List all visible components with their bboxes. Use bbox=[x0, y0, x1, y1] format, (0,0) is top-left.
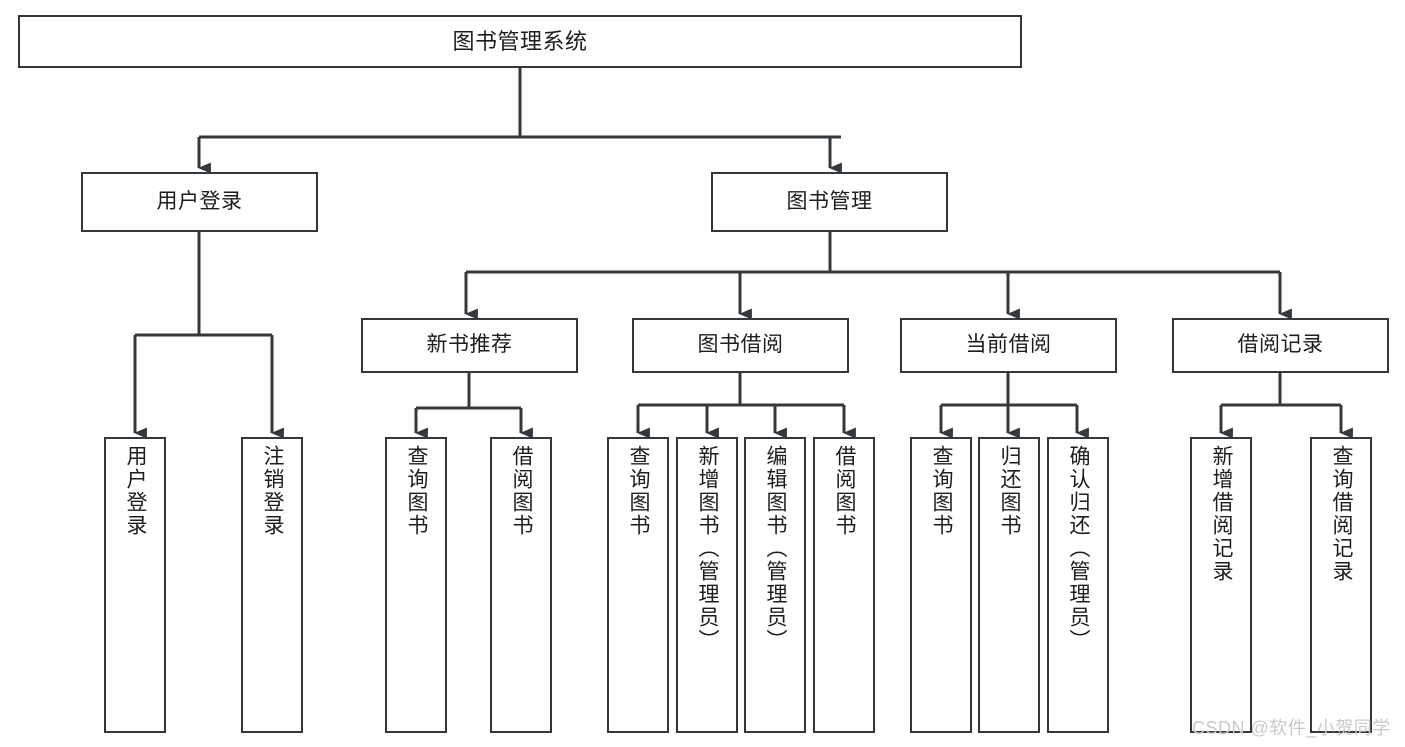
node-label: 注销登录 bbox=[261, 445, 285, 537]
node-leaf-query-borrow-record[interactable]: 查询借阅记录 bbox=[1310, 437, 1372, 733]
node-label: 借阅记录 bbox=[1237, 333, 1324, 357]
node-label: 图书管理系统 bbox=[452, 28, 588, 54]
node-leaf-confirm-return-admin[interactable]: 确认归还（管理员） bbox=[1047, 437, 1109, 733]
node-label: 新增图书（管理员） bbox=[696, 445, 720, 652]
node-label: 用户登录 bbox=[156, 189, 243, 213]
node-label: 归还图书 bbox=[998, 445, 1022, 537]
node-label: 确认归还（管理员） bbox=[1067, 445, 1091, 652]
node-label: 查询图书 bbox=[930, 445, 954, 537]
node-label: 编辑图书（管理员） bbox=[764, 445, 788, 652]
node-label: 图书管理 bbox=[786, 189, 873, 213]
node-label: 查询借阅记录 bbox=[1330, 445, 1354, 583]
node-label: 查询图书 bbox=[627, 445, 651, 537]
node-new-book-recommend[interactable]: 新书推荐 bbox=[361, 318, 578, 373]
node-leaf-query-book-borrow[interactable]: 查询图书 bbox=[607, 437, 669, 733]
node-borrow-record[interactable]: 借阅记录 bbox=[1172, 318, 1389, 373]
node-label: 查询图书 bbox=[405, 445, 429, 537]
node-label: 借阅图书 bbox=[510, 445, 534, 537]
node-label: 新增借阅记录 bbox=[1210, 445, 1234, 583]
node-leaf-borrow-book-recommend[interactable]: 借阅图书 bbox=[490, 437, 552, 733]
node-leaf-query-book-current[interactable]: 查询图书 bbox=[910, 437, 972, 733]
node-label: 用户登录 bbox=[124, 445, 148, 537]
node-current-borrow[interactable]: 当前借阅 bbox=[900, 318, 1117, 373]
node-book-borrow[interactable]: 图书借阅 bbox=[632, 318, 849, 373]
node-leaf-user-login[interactable]: 用户登录 bbox=[104, 437, 166, 733]
node-leaf-borrow-book-borrow[interactable]: 借阅图书 bbox=[813, 437, 875, 733]
node-leaf-query-book-recommend[interactable]: 查询图书 bbox=[385, 437, 447, 733]
node-leaf-logout-login[interactable]: 注销登录 bbox=[241, 437, 303, 733]
node-book-management[interactable]: 图书管理 bbox=[711, 172, 948, 232]
node-label: 图书借阅 bbox=[697, 333, 784, 357]
node-leaf-edit-book-admin[interactable]: 编辑图书（管理员） bbox=[744, 437, 806, 733]
node-leaf-add-book-admin[interactable]: 新增图书（管理员） bbox=[676, 437, 738, 733]
node-user-login[interactable]: 用户登录 bbox=[81, 172, 318, 232]
node-label: 当前借阅 bbox=[965, 333, 1052, 357]
node-leaf-add-borrow-record[interactable]: 新增借阅记录 bbox=[1190, 437, 1252, 733]
node-leaf-return-book[interactable]: 归还图书 bbox=[978, 437, 1040, 733]
node-label: 借阅图书 bbox=[833, 445, 857, 537]
csdn-watermark: CSDN @软件_小贺同学 bbox=[1192, 718, 1391, 738]
node-label: 新书推荐 bbox=[426, 333, 513, 357]
node-root-book-management-system[interactable]: 图书管理系统 bbox=[18, 15, 1022, 68]
